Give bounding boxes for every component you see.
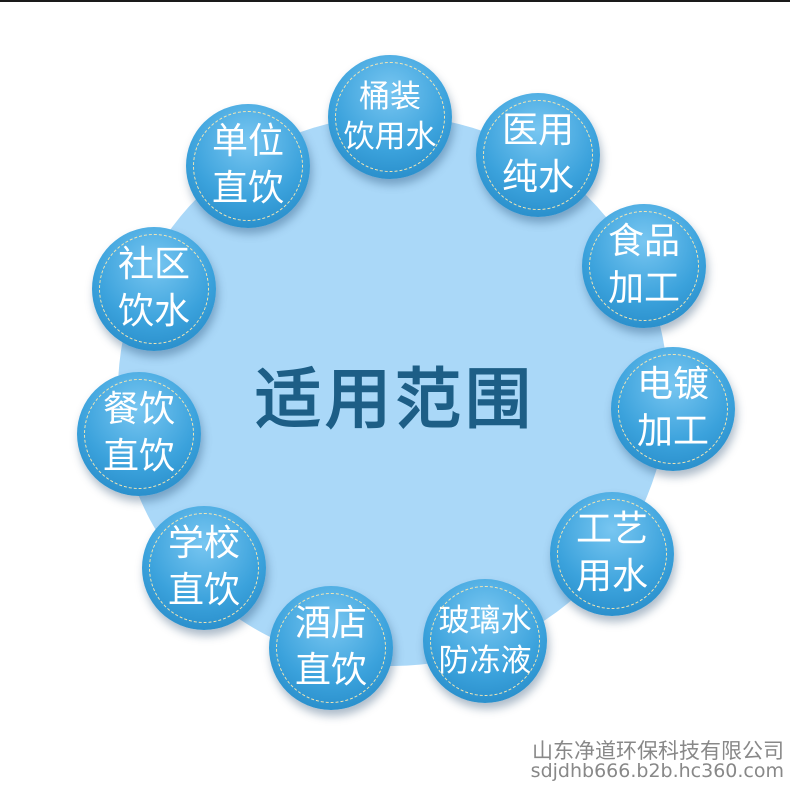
top-divider <box>0 0 790 2</box>
bubble-hotel-drinking: 酒店 直饮 <box>269 586 393 710</box>
bubble-label: 单位 直饮 <box>211 121 284 209</box>
bubble-label: 食品 加工 <box>607 221 680 309</box>
bubble-bottled-water: 桶装 饮用水 <box>328 55 452 179</box>
center-title: 适用范围 <box>255 361 535 438</box>
bubble-medical-water: 医用 纯水 <box>476 93 600 217</box>
bubble-label: 学校 直饮 <box>167 523 240 611</box>
bubble-label: 餐饮 直饮 <box>102 389 175 477</box>
bubble-label: 医用 纯水 <box>501 110 574 198</box>
bubble-catering-drinking: 餐饮 直饮 <box>77 372 201 496</box>
bubble-label: 工艺 用水 <box>575 509 648 597</box>
bubble-school-drinking: 学校 直饮 <box>142 506 266 630</box>
footer-company-name: 山东净道环保科技有限公司 <box>532 739 784 763</box>
bubble-label: 社区 饮水 <box>117 244 190 332</box>
bubble-label: 玻璃水 防冻液 <box>438 602 532 679</box>
bubble-label: 酒店 直饮 <box>294 603 367 691</box>
bubble-label: 电镀 加工 <box>636 364 709 452</box>
footer-url: sdjdhb666.b2b.hc360.com <box>530 760 784 782</box>
bubble-office-drinking: 单位 直饮 <box>186 104 310 228</box>
bubble-label: 桶装 饮用水 <box>343 78 437 155</box>
bubble-antifreeze: 玻璃水 防冻液 <box>423 579 547 703</box>
bubble-electroplating: 电镀 加工 <box>611 347 735 471</box>
bubble-process-water: 工艺 用水 <box>550 492 674 616</box>
bubble-community-water: 社区 饮水 <box>92 227 216 351</box>
bubble-food-processing: 食品 加工 <box>582 204 706 328</box>
